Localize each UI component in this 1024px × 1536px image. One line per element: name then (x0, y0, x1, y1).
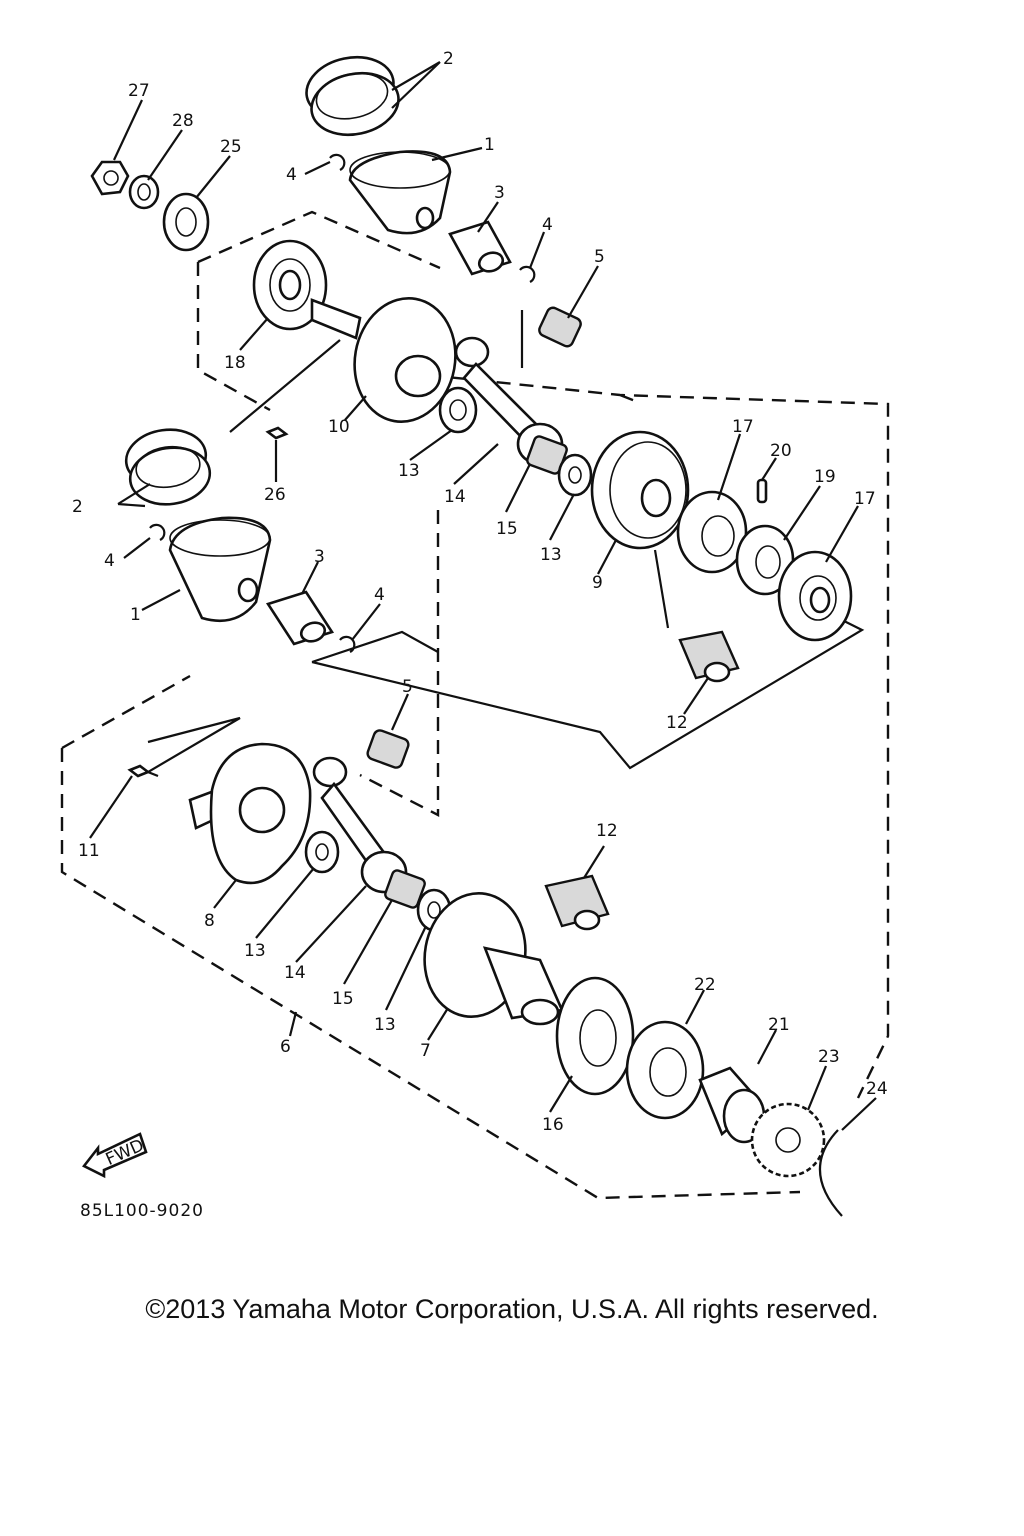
callout-5-upper: 5 (594, 247, 605, 267)
needle-bearing-5-lower (366, 729, 410, 769)
oil-seal-25 (162, 192, 210, 252)
callout-4-upper-b: 4 (542, 215, 553, 235)
piston-1-lower (168, 516, 272, 622)
upper-crank-bracket (520, 310, 670, 629)
callout-14-upper: 14 (444, 487, 466, 507)
callout-14-lower: 14 (284, 963, 306, 983)
needle-bearing-15-lower (384, 869, 426, 909)
pin-20 (756, 478, 768, 504)
callout-4-lower-a: 4 (104, 551, 115, 571)
callout-4-upper-a: 4 (286, 165, 297, 185)
callout-28: 28 (172, 111, 194, 131)
callout-19: 19 (814, 467, 836, 487)
circlip-4-upper-right (519, 265, 536, 283)
callout-6: 6 (280, 1037, 291, 1057)
callout-12-lower: 12 (596, 821, 618, 841)
piston-ring-set-lower (124, 428, 212, 506)
copyright-notice: ©2013 Yamaha Motor Corporation, U.S.A. A… (145, 1294, 879, 1324)
washer-13-lower-a (304, 830, 340, 874)
bearing-17-right (777, 550, 853, 642)
upper-assembly-dashed-outline (196, 210, 890, 1099)
needle-bearing-5-upper (538, 306, 582, 348)
callout-11: 11 (78, 841, 100, 861)
crank-half-9 (590, 430, 690, 550)
bearing-16 (555, 976, 635, 1096)
callout-24: 24 (866, 1079, 888, 1099)
callout-3-upper: 3 (494, 183, 505, 203)
callout-4-lower-b: 4 (374, 585, 385, 605)
callout-9: 9 (592, 573, 603, 593)
callout-20: 20 (770, 441, 792, 461)
callout-26: 26 (264, 485, 286, 505)
callout-13-upper-a: 13 (398, 461, 420, 481)
callout-25: 25 (220, 137, 242, 157)
washer-13-upper-a (438, 386, 478, 434)
piston-pin-3-lower (265, 590, 335, 646)
callout-15-upper: 15 (496, 519, 518, 539)
crank-half-10 (310, 297, 457, 423)
key-26 (265, 426, 289, 440)
fwd-arrow-icon: FWD (82, 1132, 148, 1179)
crank-half-7 (423, 892, 564, 1026)
crank-group-solid-outline (145, 615, 865, 778)
crank-pin-12-upper (678, 630, 740, 683)
circlip-4-lower-left (149, 523, 166, 541)
piston-1-upper (348, 150, 452, 235)
callout-18: 18 (224, 353, 246, 373)
callout-2-lower: 2 (72, 497, 83, 517)
drawing-code: 85L100-9020 (80, 1201, 204, 1221)
callout-3-lower: 3 (314, 547, 325, 567)
crank-pin-12-lower (544, 874, 610, 931)
callout-12-upper: 12 (666, 713, 688, 733)
callout-8: 8 (204, 911, 215, 931)
callout-1-upper: 1 (484, 135, 495, 155)
callout-27: 27 (128, 81, 150, 101)
lower-crank-dashed-outline (60, 510, 801, 1200)
callout-13-upper-b: 13 (540, 545, 562, 565)
washer-13-upper-b (557, 453, 593, 497)
crank-half-8 (188, 742, 312, 885)
callout-23: 23 (818, 1047, 840, 1067)
callout-labels: 2 27 28 25 1 4 3 4 5 18 10 13 14 15 13 9… (72, 49, 888, 1135)
callout-7: 7 (420, 1041, 431, 1061)
callout-17-upper-a: 17 (732, 417, 754, 437)
callout-2-upper: 2 (443, 49, 454, 69)
leader-lines (89, 61, 877, 1131)
sprocket-23 (750, 1102, 826, 1178)
key-11 (127, 764, 151, 778)
washer-28 (128, 174, 160, 210)
circlip-24 (818, 1129, 843, 1217)
nut-27 (90, 160, 130, 196)
bearing-18 (252, 239, 328, 331)
callout-5-lower: 5 (402, 677, 413, 697)
callout-1-lower: 1 (130, 605, 141, 625)
piston-pin-3-upper (448, 220, 512, 276)
callout-13-lower-b: 13 (374, 1015, 396, 1035)
bearing-17-left (676, 490, 748, 574)
callout-13-lower-a: 13 (244, 941, 266, 961)
callout-16: 16 (542, 1115, 564, 1135)
callout-17-upper-b: 17 (854, 489, 876, 509)
callout-15-lower: 15 (332, 989, 354, 1009)
piston-ring-set-upper (305, 55, 400, 137)
circlip-4-upper-left (329, 153, 346, 171)
callout-10: 10 (328, 417, 350, 437)
bearing-22 (625, 1020, 705, 1120)
callout-22: 22 (694, 975, 716, 995)
callout-21: 21 (768, 1015, 790, 1035)
